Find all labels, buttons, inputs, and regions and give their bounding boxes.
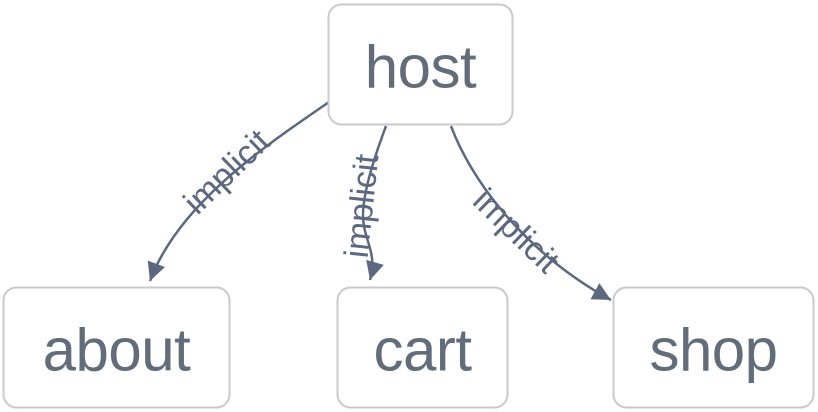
node-about[interactable]: about <box>2 286 231 409</box>
edge-host-shop-label: implicit <box>465 181 567 281</box>
edge-host-cart-label: implicit <box>338 152 387 260</box>
edge-host-about: implicit <box>147 100 330 282</box>
node-host-box[interactable] <box>327 3 514 126</box>
node-shop-label: shop <box>649 317 777 384</box>
node-cart[interactable]: cart <box>336 286 509 409</box>
edge-host-shop: implicit <box>449 125 612 302</box>
node-cart-label: cart <box>373 317 472 384</box>
node-shop[interactable]: shop <box>612 286 815 409</box>
edge-host-cart: implicit <box>338 125 388 281</box>
node-host-label: host <box>365 34 477 101</box>
edge-host-cart-line <box>361 125 388 281</box>
edge-host-about-label: implicit <box>176 122 278 222</box>
edge-host-shop-line <box>449 125 612 302</box>
node-shop-box[interactable] <box>612 286 815 409</box>
node-cart-box[interactable] <box>336 286 509 409</box>
node-about-box[interactable] <box>2 286 231 409</box>
node-about-label: about <box>43 317 191 384</box>
node-host[interactable]: host <box>327 3 514 126</box>
edge-host-about-line <box>147 100 330 282</box>
